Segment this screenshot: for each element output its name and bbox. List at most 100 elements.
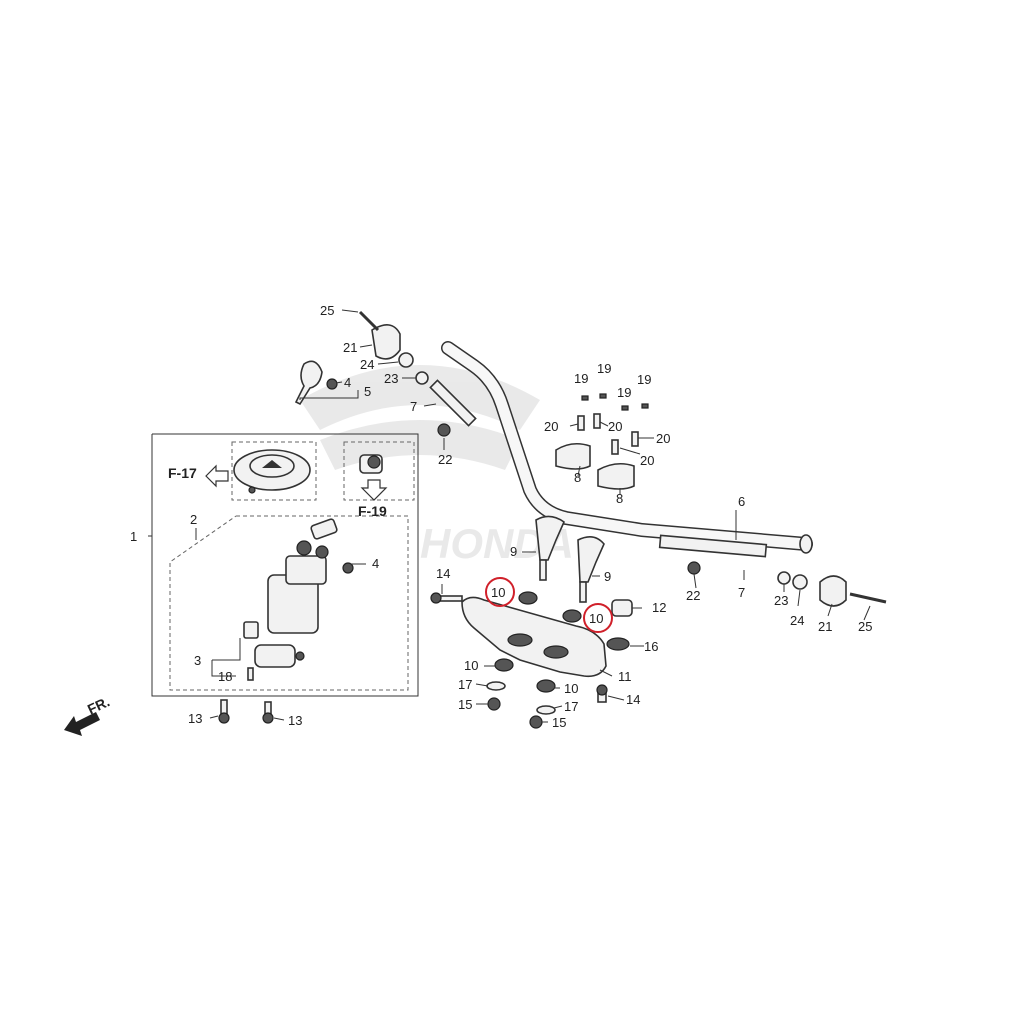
- highlight-circle-10-left: [485, 577, 515, 607]
- part-labels: 25 21 24 23 4 5 7 22 1 2 3 18 4 13 13 19…: [130, 303, 872, 730]
- label-8: 8: [574, 470, 581, 485]
- washer-17: [536, 705, 556, 715]
- label-20: 20: [544, 419, 558, 434]
- svg-text:F-17: F-17: [168, 465, 197, 481]
- rubber-10: [536, 679, 556, 693]
- screw-25-left: [358, 310, 380, 332]
- fuel-cap-box: [231, 441, 317, 501]
- grip-tube-7-right: [658, 534, 768, 558]
- label-16: 16: [644, 639, 658, 654]
- label-9: 9: [604, 569, 611, 584]
- label-1: 1: [130, 529, 137, 544]
- ignition-lock-bracket: [243, 621, 305, 668]
- label-10: 10: [564, 681, 578, 696]
- key: [294, 360, 323, 406]
- label-19: 19: [617, 385, 631, 400]
- label-19: 19: [597, 361, 611, 376]
- lock-cylinder: [359, 454, 383, 474]
- nut-15: [529, 715, 543, 729]
- label-6: 6: [738, 494, 745, 509]
- assembly-box-1: [151, 433, 419, 697]
- label-9: 9: [510, 544, 517, 559]
- label-22: 22: [686, 588, 700, 603]
- label-20: 20: [640, 453, 654, 468]
- label-4: 4: [372, 556, 379, 571]
- label-20: 20: [608, 419, 622, 434]
- label-10: 10: [491, 585, 505, 600]
- label-23: 23: [774, 593, 788, 608]
- bolt-13b: [262, 701, 274, 724]
- label-22: 22: [438, 452, 452, 467]
- collar-24-right: [792, 574, 808, 590]
- weight-21-right: [819, 575, 847, 607]
- label-17: 17: [564, 699, 578, 714]
- bolts-20: [577, 413, 639, 455]
- label-2: 2: [190, 512, 197, 527]
- rubber-10: [494, 658, 514, 672]
- label-7: 7: [738, 585, 745, 600]
- leader-lines: [148, 309, 871, 723]
- top-bridge-11: [461, 596, 607, 678]
- highlight-circle-10-right: [583, 603, 613, 633]
- nut-15: [487, 697, 501, 711]
- grip-tube-7-left: [429, 379, 477, 427]
- label-25: 25: [858, 619, 872, 634]
- label-24: 24: [790, 613, 804, 628]
- bolt-14-left: [430, 592, 463, 604]
- label-17: 17: [458, 677, 472, 692]
- ring-23-right: [777, 571, 791, 585]
- label-24: 24: [360, 357, 374, 372]
- washers-19: [581, 393, 649, 411]
- riser-9-left: [535, 515, 565, 581]
- label-15: 15: [458, 697, 472, 712]
- svg-text:F-19: F-19: [358, 503, 387, 519]
- label-4: 4: [344, 375, 351, 390]
- label-21: 21: [343, 340, 357, 355]
- nut-22-right: [687, 561, 701, 575]
- label-10: 10: [589, 611, 603, 626]
- weight-21-left: [371, 324, 401, 360]
- screw-25-right: [849, 592, 887, 604]
- handlebar-end: [799, 534, 813, 554]
- collar-24-left: [398, 352, 414, 368]
- bolt-14-right: [596, 684, 608, 703]
- ignition-switch: [267, 518, 338, 634]
- bridge-hole: [543, 645, 569, 659]
- rubber-10: [518, 591, 538, 605]
- holder-8-left: [555, 442, 591, 470]
- riser-9-right: [577, 536, 605, 603]
- label-14: 14: [626, 692, 640, 707]
- washer-16: [606, 637, 630, 651]
- washer-4b: [342, 562, 354, 574]
- label-19: 19: [637, 372, 651, 387]
- bolt-13a: [218, 699, 230, 724]
- f17-reference: F-17: [168, 464, 229, 488]
- bolt-18: [247, 667, 254, 681]
- label-11: 11: [618, 669, 632, 684]
- label-15: 15: [552, 715, 566, 730]
- rubber-10: [562, 609, 582, 623]
- label-25: 25: [320, 303, 334, 318]
- label-21: 21: [818, 619, 832, 634]
- svg-text:FR.: FR.: [85, 693, 112, 717]
- label-19: 19: [574, 371, 588, 386]
- fuel-cap: [233, 449, 311, 494]
- holder-8-right: [597, 462, 635, 490]
- label-3: 3: [194, 653, 201, 668]
- ring-23-left: [415, 371, 429, 385]
- washer-4a: [326, 378, 338, 390]
- label-23: 23: [384, 371, 398, 386]
- label-10: 10: [464, 658, 478, 673]
- label-7: 7: [410, 399, 417, 414]
- washer-17: [486, 681, 506, 691]
- label-5: 5: [364, 384, 371, 399]
- label-18: 18: [218, 669, 232, 684]
- assembly-box-2: [169, 515, 409, 691]
- bridge-hole: [507, 633, 533, 647]
- label-20: 20: [656, 431, 670, 446]
- front-direction-arrow: FR.: [64, 693, 112, 736]
- stem-nut-12: [611, 599, 633, 617]
- label-13: 13: [288, 713, 302, 728]
- label-8: 8: [616, 491, 623, 506]
